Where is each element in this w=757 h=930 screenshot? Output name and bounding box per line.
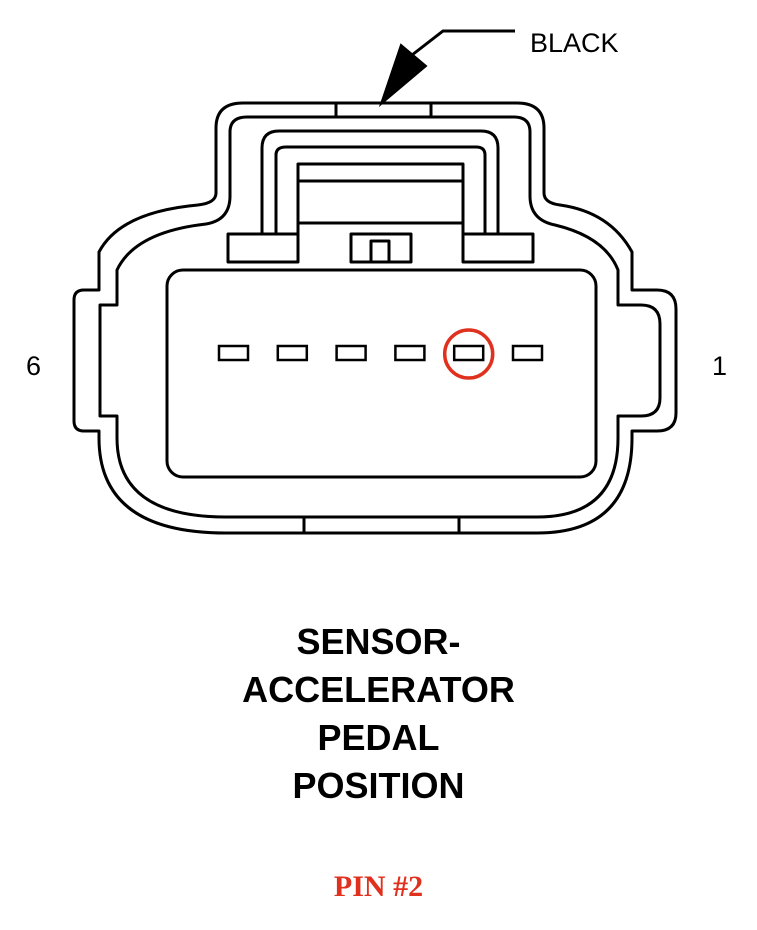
latch-inner-frame [274,145,487,236]
pin-cavity-2 [452,344,485,362]
pin-cavity-4 [335,344,367,362]
latch-lever [296,162,465,225]
title-line-2: ACCELERATOR [242,669,515,710]
pointer-leader-line [411,29,515,57]
latch-outer-frame [260,129,500,236]
component-title: SENSOR- ACCELERATOR PEDAL POSITION [0,618,757,810]
pointer-arrowhead [378,43,428,108]
connector-housing-inner [98,115,662,519]
title-line-1: SENSOR- [296,621,461,662]
wire-color-pointer [378,29,515,108]
pin-cavity-3 [394,344,426,362]
pin-number-right-label: 1 [712,351,728,381]
pin-number-left-label: 6 [26,351,42,381]
terminal-face [165,268,598,479]
title-line-4: POSITION [292,765,465,806]
title-line-3: PEDAL [317,717,440,758]
pin-cavity-5 [276,344,309,362]
pin-cavity-1 [511,344,544,362]
latch-step-left [226,232,300,264]
latch-key [349,232,413,264]
pin-callout: PIN #2 [333,870,424,903]
pin-cavity-6 [217,344,250,362]
pin-highlight-circle [442,328,495,380]
latch-step-right [461,232,535,264]
latch-key-slot [369,239,391,264]
wire-color-label: BLACK [530,28,619,58]
connector-housing-outer [72,101,678,535]
pin-cavities [217,328,544,380]
